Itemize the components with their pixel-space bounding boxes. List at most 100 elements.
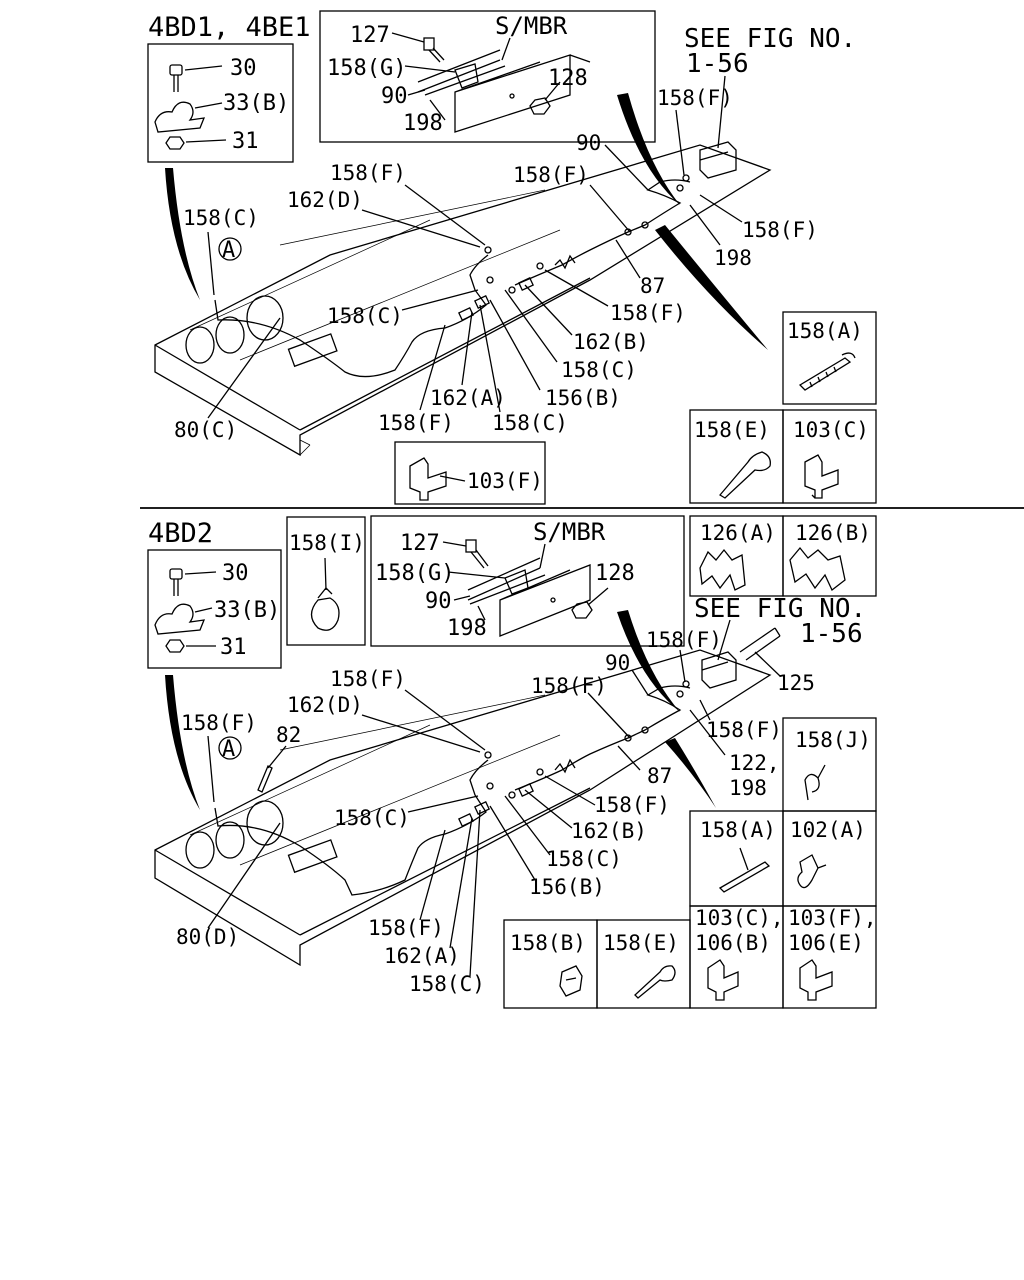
connector-block	[701, 651, 737, 689]
top-label-158c: 158(C)	[183, 206, 259, 230]
bottom-box-126a: 126(A)	[700, 521, 776, 545]
member-nut-icon	[571, 601, 593, 619]
clip-158j-icon	[804, 764, 826, 801]
pointer-wedge	[617, 93, 680, 205]
clip-103f-icon	[409, 457, 447, 501]
top-label-158c: 158(C)	[327, 304, 403, 328]
bottom-label-158f: 158(F)	[531, 674, 607, 698]
pointer-wedge	[617, 610, 680, 712]
top-label-158c: 158(C)	[492, 411, 568, 435]
bottom-label-127: 127	[400, 531, 440, 556]
nut-icon	[165, 136, 185, 150]
member-bolt-icon	[423, 37, 445, 63]
top-label-90: 90	[576, 131, 601, 155]
member-clamp-icon	[454, 63, 479, 89]
part-box-126b	[782, 515, 877, 597]
bottom-label-125: 125	[777, 671, 815, 695]
bottom-label-162a: 162(A)	[384, 944, 460, 968]
clip-103c-icon	[707, 959, 739, 1001]
top-label-158f: 158(F)	[610, 301, 686, 325]
hose-125	[739, 627, 781, 661]
top-label-158f: 158(F)	[742, 218, 818, 242]
part-box-158i	[286, 516, 366, 646]
top-label-158c: 158(C)	[561, 358, 637, 382]
bottom-label-33b: 33(B)	[214, 598, 280, 623]
bottom-label-198-inset: 198	[447, 616, 487, 641]
clip-158e-icon	[634, 965, 676, 999]
top-label-30: 30	[230, 56, 257, 81]
callout-a-circle	[218, 736, 242, 760]
cable-tie-icon	[798, 352, 856, 391]
clip-126a-icon	[699, 548, 746, 591]
bottom-label-122: 122,	[729, 751, 780, 775]
bottom-label-158f: 158(F)	[181, 711, 257, 735]
bottom-label-82: 82	[276, 723, 301, 747]
bottom-section: 4BD2 30 33(B) 31 158(I) S/MBR	[147, 515, 877, 1009]
top-member-inset	[319, 10, 656, 143]
brake-pipe	[214, 759, 489, 896]
bottom-label-87: 87	[647, 764, 672, 788]
bottom-box-106e: 106(E)	[788, 931, 864, 955]
side-member-shape	[454, 54, 591, 133]
clip-102a-icon	[797, 854, 827, 889]
bottom-member-title: S/MBR	[533, 518, 606, 546]
clip-158e-icon	[719, 451, 771, 499]
brake-pipe	[514, 685, 691, 791]
top-member-title: S/MBR	[495, 12, 568, 40]
pointer-wedge	[165, 168, 200, 300]
hose-clamp-icon	[310, 587, 340, 631]
side-member-shape	[499, 564, 591, 637]
top-callout-a: A	[222, 238, 235, 263]
bottom-label-90-inset: 90	[425, 589, 452, 614]
bottom-label-158f: 158(F)	[646, 628, 722, 652]
top-label-162b: 162(B)	[573, 330, 649, 354]
clip-103c-icon	[804, 454, 839, 499]
frame-outline	[154, 649, 772, 967]
top-label-162d: 162(D)	[287, 188, 363, 212]
top-box-158a: 158(A)	[787, 319, 863, 343]
bottom-see-fig-num: 1-56	[800, 619, 863, 649]
member-nut-icon	[529, 97, 551, 115]
top-see-fig: SEE FIG NO.	[684, 24, 856, 54]
pointer-wedge	[165, 675, 200, 810]
top-section-title: 4BD1, 4BE1	[148, 12, 311, 43]
top-label-156b: 156(B)	[545, 386, 621, 410]
bottom-box-158a: 158(A)	[700, 818, 776, 842]
bottom-label-158f: 158(F)	[330, 667, 406, 691]
part-box-103f	[394, 441, 546, 505]
bottom-hardware-inset	[147, 549, 282, 669]
bottom-callout-a: A	[222, 737, 235, 762]
bottom-box-158e: 158(E)	[603, 931, 679, 955]
bottom-label-158f: 158(F)	[706, 718, 782, 742]
part-box-103f-106e	[782, 905, 877, 1009]
top-see-fig-num: 1-56	[686, 49, 749, 79]
cable-tie-icon	[718, 861, 771, 893]
clip-126b-icon	[789, 546, 846, 592]
bottom-label-128: 128	[595, 561, 635, 586]
bottom-box-103f: 103(F),	[788, 906, 877, 930]
top-label-158f: 158(F)	[378, 411, 454, 435]
bottom-label-162d: 162(D)	[287, 693, 363, 717]
pointer-wedge	[665, 738, 716, 808]
bottom-label-158f: 158(F)	[594, 793, 670, 817]
bottom-label-158f: 158(F)	[368, 916, 444, 940]
bottom-label-30: 30	[222, 561, 249, 586]
bottom-label-158g: 158(G)	[375, 561, 454, 586]
nut-icon	[165, 639, 185, 653]
top-box-103c: 103(C)	[793, 418, 869, 442]
brake-pipe	[514, 179, 691, 286]
top-box-158e: 158(E)	[694, 418, 770, 442]
top-label-31: 31	[232, 129, 259, 154]
top-label-158g: 158(G)	[327, 56, 406, 81]
top-label-158f: 158(F)	[657, 86, 733, 110]
part-box-158a	[782, 311, 877, 405]
top-label-158f: 158(F)	[513, 163, 589, 187]
bottom-label-158c: 158(C)	[334, 806, 410, 830]
bottom-box-106b: 106(B)	[695, 931, 771, 955]
bottom-label-158c: 158(C)	[546, 847, 622, 871]
callout-a-circle	[218, 237, 242, 261]
bottom-box-158i: 158(I)	[289, 531, 365, 555]
bolt-icon	[169, 568, 183, 596]
top-box-103f: 103(F)	[467, 469, 543, 493]
